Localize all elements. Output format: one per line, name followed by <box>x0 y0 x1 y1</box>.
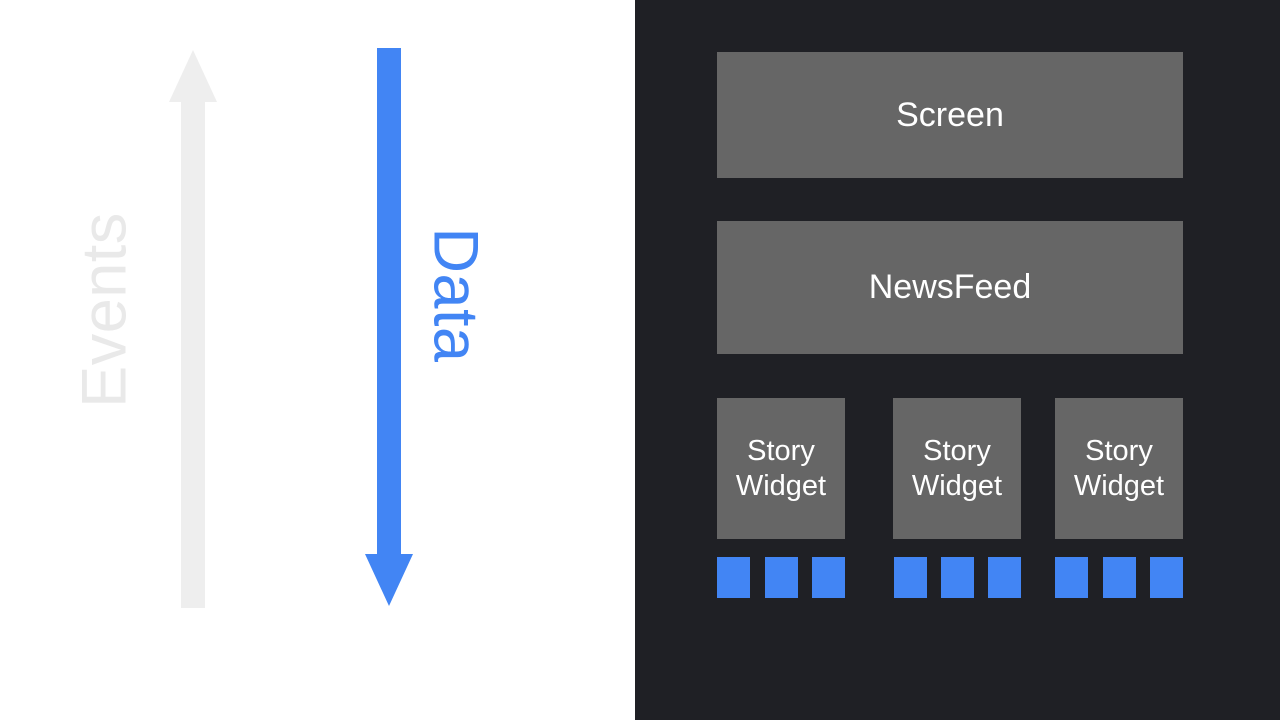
flow-legend-pane: Events Data <box>0 0 635 720</box>
data-flow-label: Data <box>420 227 491 363</box>
leaf-chip[interactable] <box>941 557 974 598</box>
story-widget-label-line1: Story <box>747 435 815 468</box>
arrow-up-icon <box>169 50 217 608</box>
newsfeed-box-label: NewsFeed <box>868 268 1032 307</box>
leaf-chip[interactable] <box>1055 557 1088 598</box>
leaf-chip[interactable] <box>717 557 750 598</box>
screen-box[interactable]: Screen <box>717 52 1183 178</box>
leaf-chip[interactable] <box>1103 557 1136 598</box>
newsfeed-box[interactable]: NewsFeed <box>717 221 1183 354</box>
screen-box-label: Screen <box>896 95 1004 134</box>
leaf-chip[interactable] <box>812 557 845 598</box>
story-widget-label-line2: Widget <box>911 469 1003 502</box>
component-hierarchy-pane: Screen NewsFeed Story Widget Story Widge… <box>635 0 1280 720</box>
arrow-down-icon <box>365 48 413 606</box>
story-widget-label-line1: Story <box>1085 435 1153 468</box>
leaf-chip[interactable] <box>894 557 927 598</box>
story-widget-label-line2: Widget <box>1073 469 1165 502</box>
story-widget-label: Story Widget <box>736 434 826 502</box>
story-widget-label: Story Widget <box>1074 434 1164 502</box>
leaf-chip[interactable] <box>765 557 798 598</box>
story-widget-box[interactable]: Story Widget <box>893 398 1021 539</box>
story-widget-label-line2: Widget <box>735 469 827 502</box>
events-flow-label: Events <box>69 212 140 408</box>
story-widget-label-line1: Story <box>923 435 991 468</box>
story-widget-box[interactable]: Story Widget <box>717 398 845 539</box>
leaf-chip[interactable] <box>1150 557 1183 598</box>
leaf-chip[interactable] <box>988 557 1021 598</box>
story-widget-label: Story Widget <box>912 434 1002 502</box>
story-widget-box[interactable]: Story Widget <box>1055 398 1183 539</box>
